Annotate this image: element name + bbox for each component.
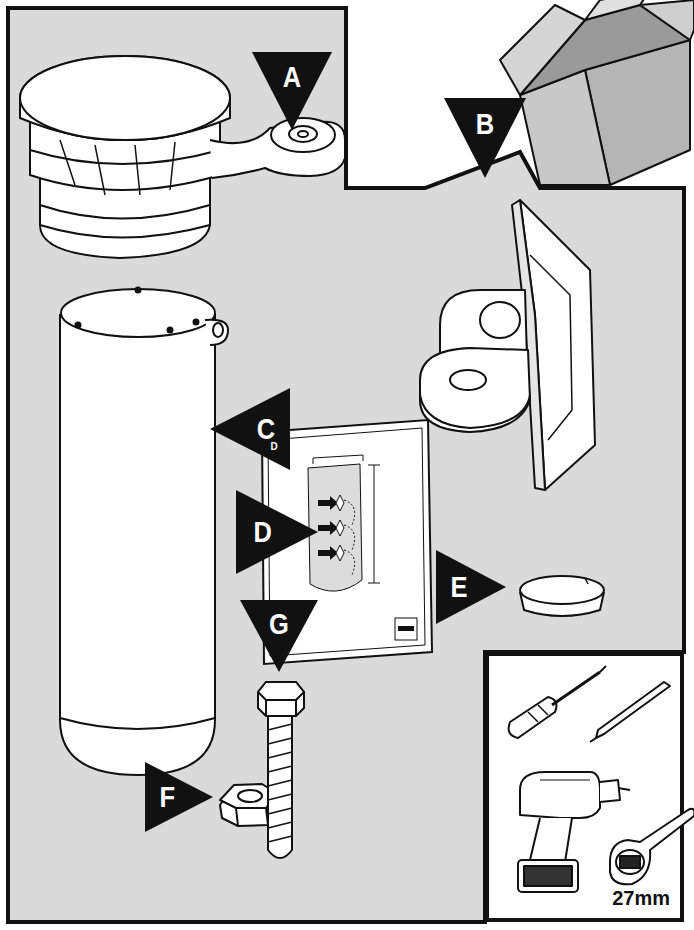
- triangle-fill: [436, 550, 506, 624]
- callout-letter: F: [150, 762, 185, 832]
- triangle-shape: [145, 762, 213, 832]
- triangle-fill: [252, 52, 332, 130]
- triangle-shape: [210, 388, 290, 470]
- callout-letter: B: [450, 102, 520, 146]
- triangle-shape: [436, 550, 506, 624]
- triangle-fill: [236, 490, 318, 574]
- callout-triangle: E: [436, 550, 506, 624]
- callout-letter: G: [246, 604, 312, 644]
- callout-letter: D: [242, 490, 284, 574]
- canister: [60, 288, 228, 776]
- fan-unit: [20, 56, 345, 258]
- wall-bracket: [420, 200, 595, 490]
- callout-triangle: B: [444, 98, 526, 178]
- shipping-box: [500, 0, 694, 185]
- callout-letter: C: [246, 388, 287, 470]
- callout-triangle: D: [236, 490, 318, 574]
- callout-triangle: F: [145, 762, 213, 832]
- triangle-fill: [210, 388, 290, 470]
- callout-triangle: G: [240, 600, 318, 672]
- callout-letter: E: [441, 550, 477, 624]
- parts-panel: [8, 8, 684, 922]
- callout-letter: A: [258, 56, 326, 99]
- end-cap: [520, 576, 604, 616]
- callout-triangle: A: [252, 52, 332, 130]
- tools: [509, 666, 694, 892]
- template-letter: D: [268, 440, 280, 454]
- triangle-shape: [236, 490, 318, 574]
- callout-triangle: C: [210, 388, 290, 470]
- wrench-size: 27mm: [612, 887, 670, 910]
- triangle-fill: [145, 762, 213, 832]
- hex-bolt: [258, 682, 304, 858]
- triangle-fill: [444, 98, 526, 178]
- triangle-fill: [240, 600, 318, 672]
